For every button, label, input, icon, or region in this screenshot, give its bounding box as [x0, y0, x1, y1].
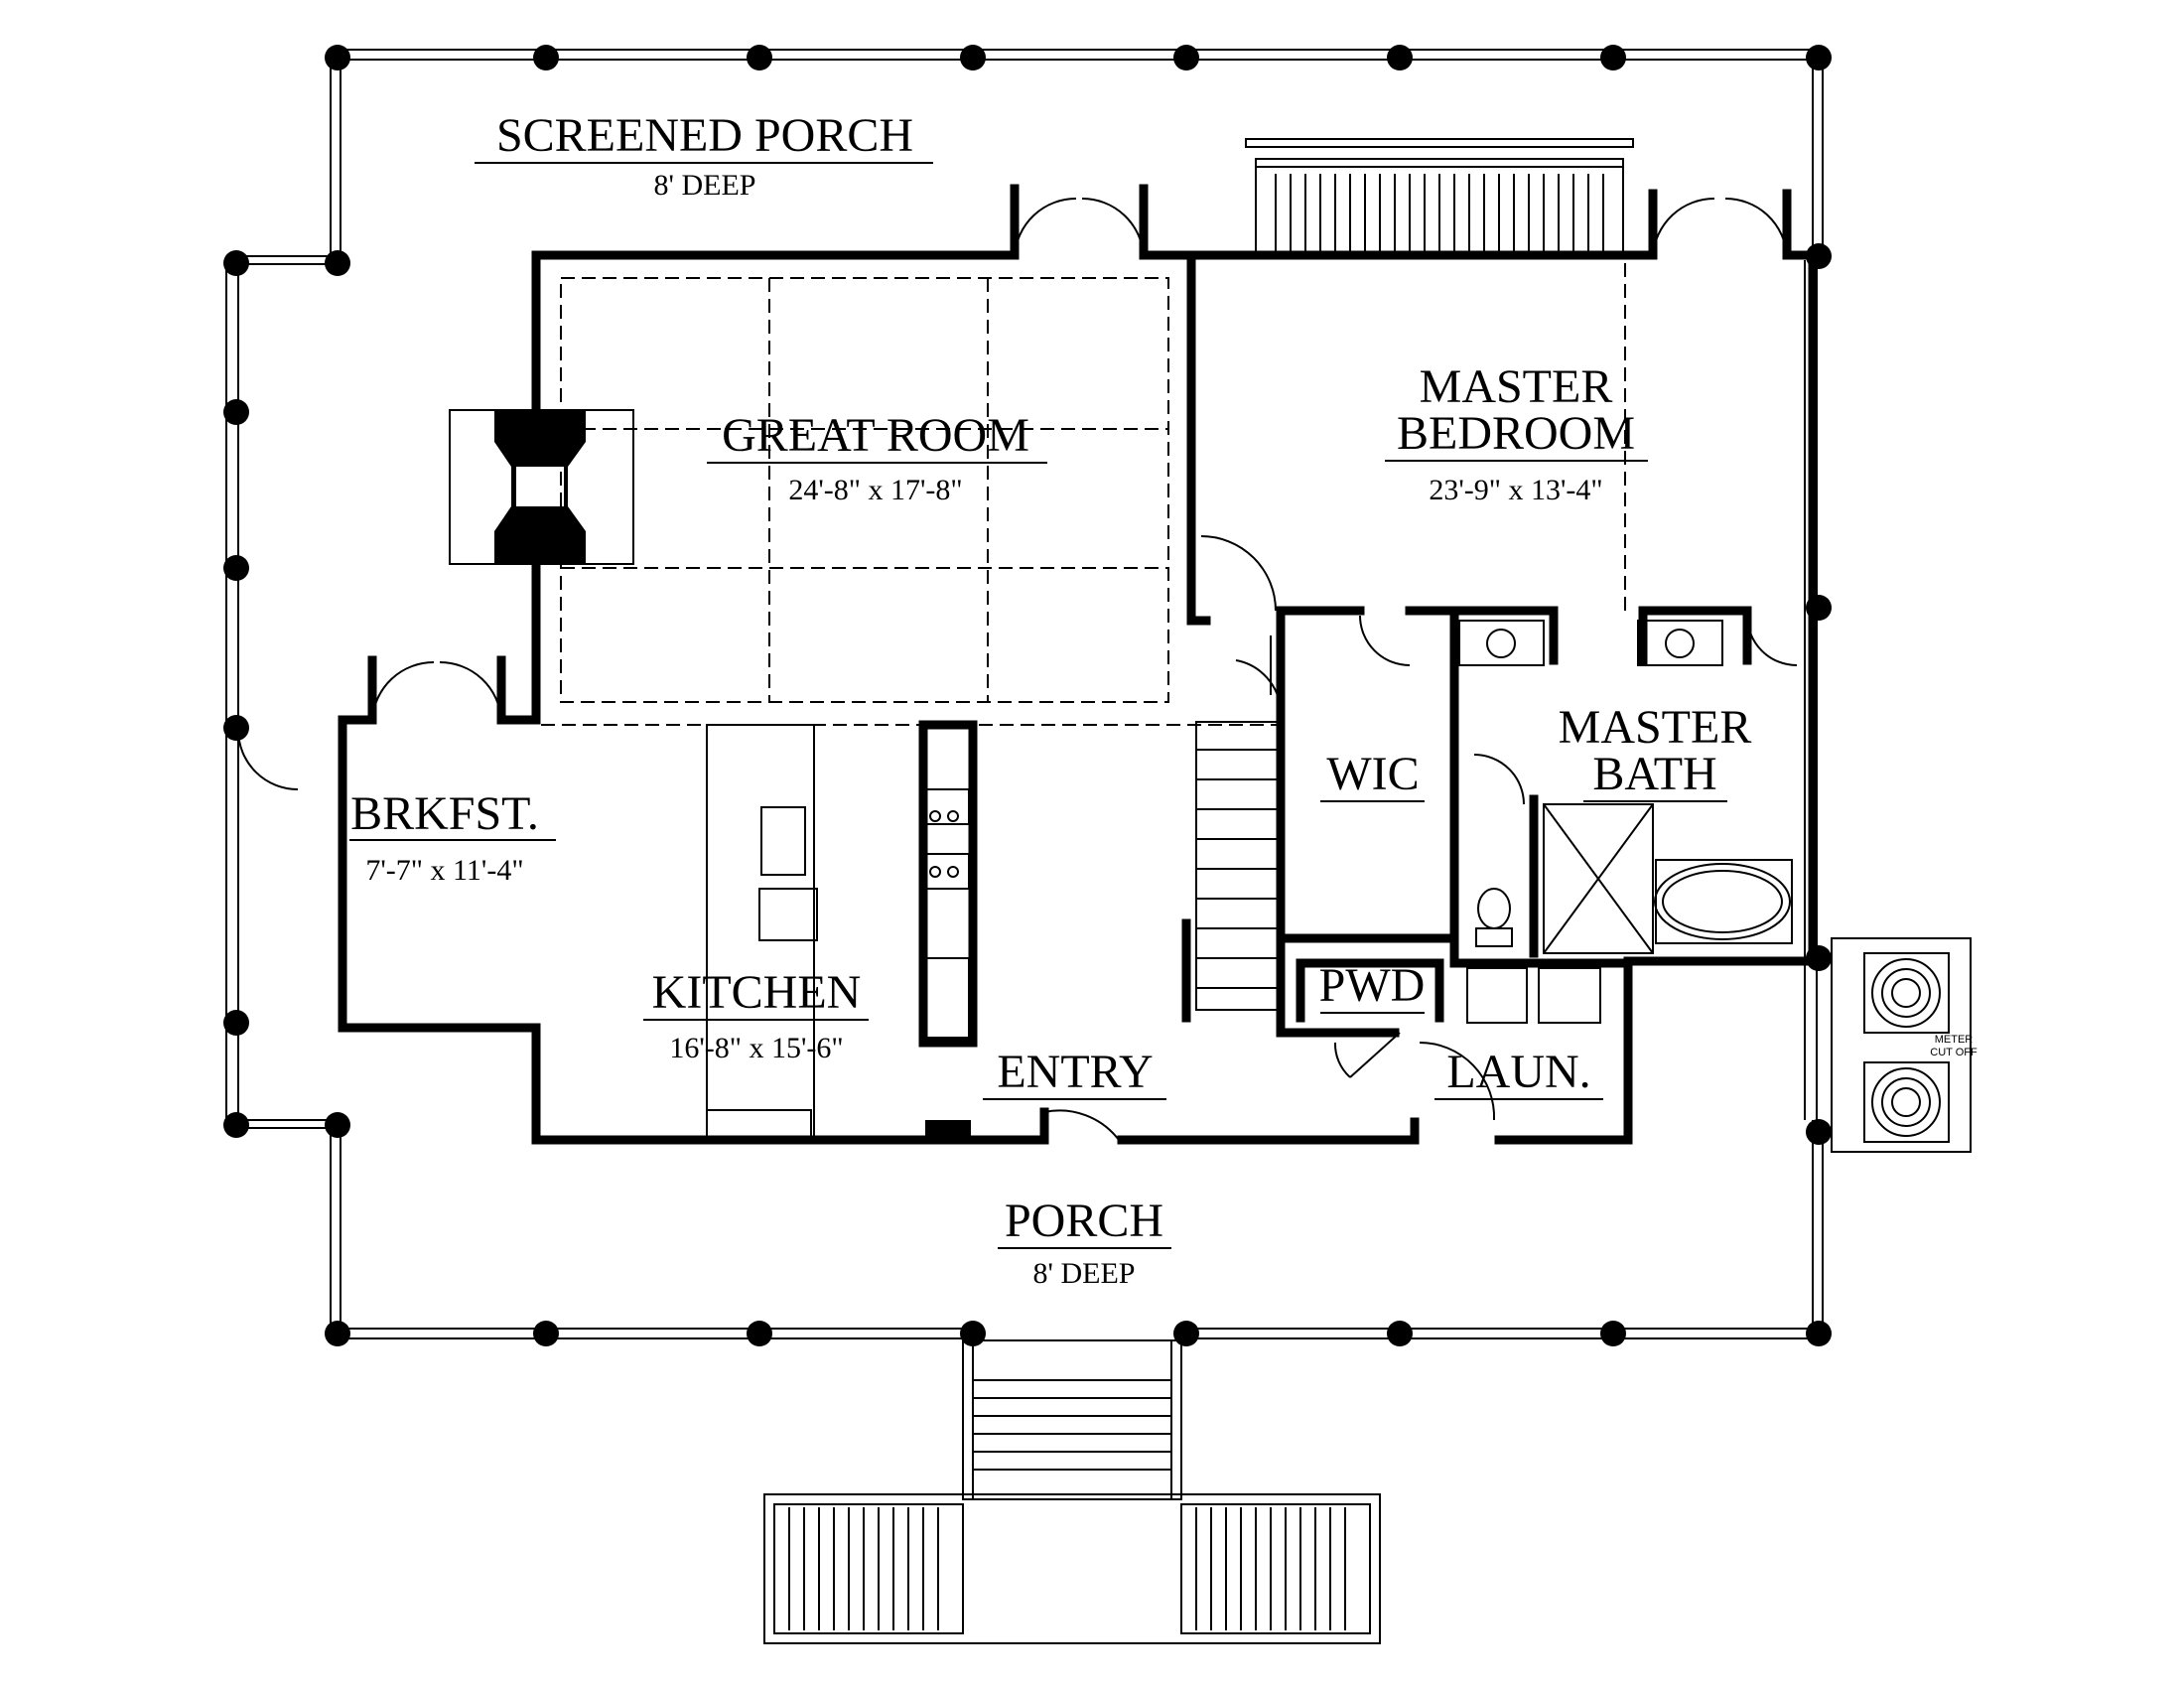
porch-railing — [225, 49, 1827, 1339]
wic-label: WIC — [1326, 748, 1419, 800]
porch-posts — [223, 45, 1832, 1346]
brkfst-label: BRKFST. — [350, 787, 539, 840]
screened-porch-label: SCREENED PORCH — [496, 109, 913, 162]
great-room-dims: 24'-8" x 17'-8" — [788, 474, 962, 506]
cut-off-note: CUT OFF — [1930, 1047, 1978, 1058]
master-bath-label-line2: BATH — [1592, 748, 1716, 800]
great-room-label: GREAT ROOM — [722, 409, 1029, 462]
bath-fixtures — [1458, 620, 1793, 1024]
labels: SCREENED PORCH 8' DEEP GREAT ROOM 24'-8"… — [349, 109, 1978, 1290]
kitchen-dims: 16'-8" x 15'-6" — [669, 1032, 843, 1064]
front-steps — [763, 1339, 1381, 1644]
ceiling-beams — [541, 263, 1626, 726]
doors — [237, 197, 1798, 1141]
master-bedroom-dims: 23'-9" x 13'-4" — [1429, 474, 1602, 506]
porch-dims: 8' DEEP — [1033, 1257, 1136, 1290]
hvac-units — [1831, 937, 1972, 1153]
master-bath-label-line1: MASTER — [1559, 701, 1752, 754]
stairs — [1195, 721, 1282, 1011]
fireplace — [449, 409, 634, 565]
kitchen-fixtures — [706, 724, 970, 1141]
pwd-label: PWD — [1319, 959, 1426, 1012]
screened-porch-dims: 8' DEEP — [654, 169, 756, 202]
porch-label: PORCH — [1005, 1195, 1163, 1247]
exterior-walls — [338, 184, 1818, 1145]
kitchen-label: KITCHEN — [652, 966, 862, 1019]
laun-label: LAUN. — [1446, 1046, 1590, 1098]
master-bedroom-label-line2: BEDROOM — [1397, 407, 1635, 460]
entry-label: ENTRY — [997, 1046, 1153, 1098]
top-deck — [1245, 138, 1634, 254]
brkfst-dims: 7'-7" x 11'-4" — [365, 854, 523, 887]
master-bedroom-label-line1: MASTER — [1420, 360, 1613, 413]
meter-note: METER — [1935, 1034, 1974, 1046]
